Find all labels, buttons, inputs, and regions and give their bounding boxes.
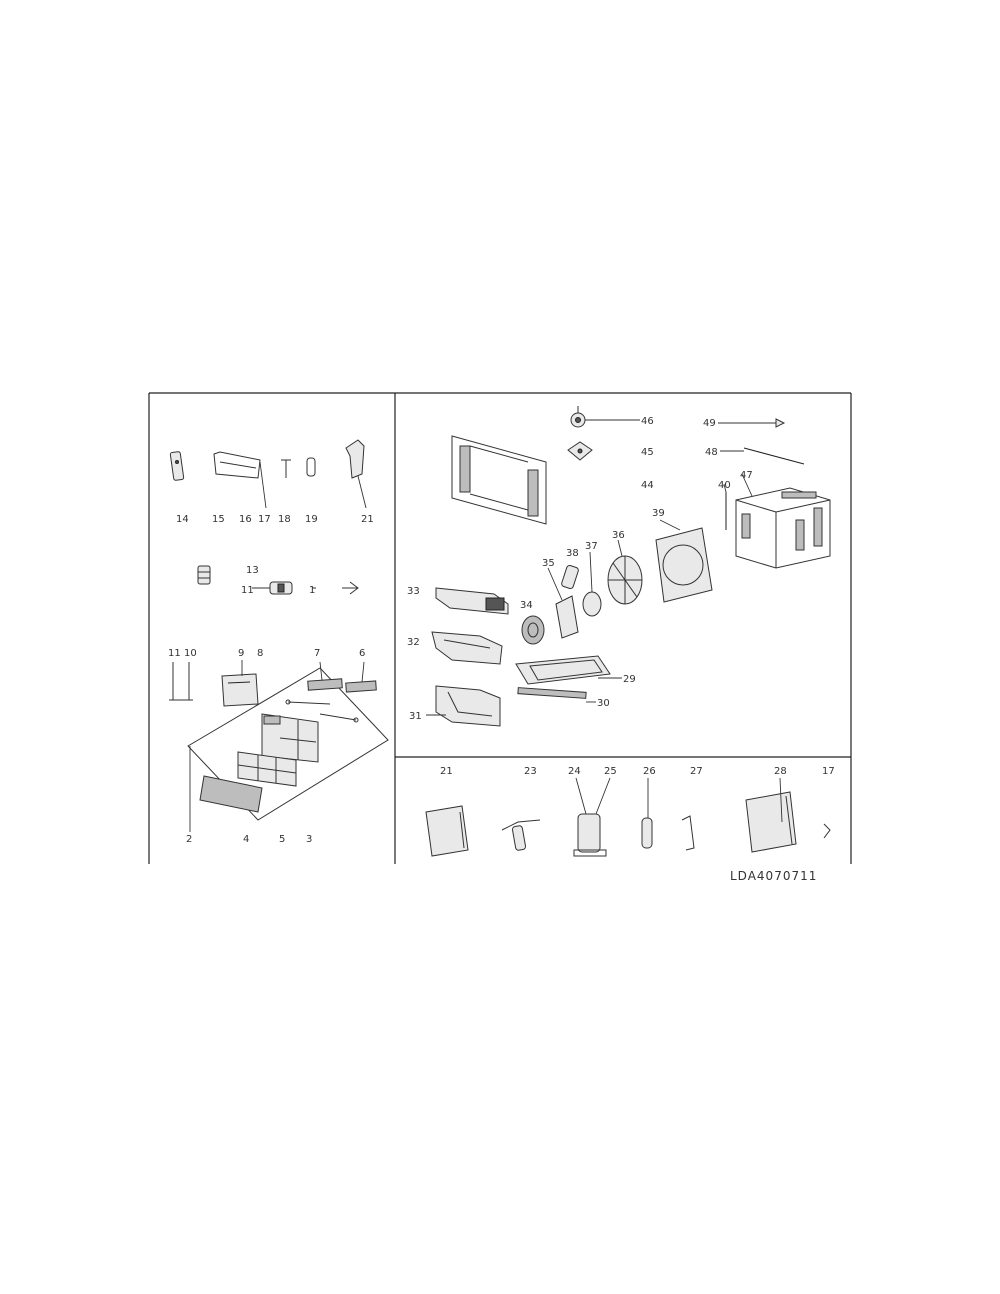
part-front-grille xyxy=(261,713,319,763)
part-6-louver xyxy=(345,661,377,693)
part-29-base-pan xyxy=(515,655,622,685)
part-46-knob xyxy=(570,406,640,428)
callout-label: 6 xyxy=(359,648,365,659)
callout-label: 21 xyxy=(361,514,374,525)
part-19-clip xyxy=(306,457,316,477)
part-32-scroll xyxy=(431,631,503,665)
callout-label: 11 xyxy=(241,585,254,596)
callout-label: 24 xyxy=(568,766,581,777)
callout-label: 47 xyxy=(740,470,753,481)
callout-label: 21 xyxy=(440,766,453,777)
part-15-16-panel xyxy=(213,451,261,479)
part-4-filter xyxy=(237,751,297,787)
part-45-switch xyxy=(567,441,593,461)
part-10-11-rod xyxy=(169,662,193,701)
callout-label: 32 xyxy=(407,637,420,648)
part-33-bar xyxy=(435,587,509,615)
callout-label: 15 xyxy=(212,514,225,525)
callout-label: 29 xyxy=(623,674,636,685)
callout-label: 48 xyxy=(705,447,718,458)
callout-label: 4 xyxy=(243,834,249,845)
callout-label: 46 xyxy=(641,416,654,427)
part-12-coil xyxy=(197,565,211,585)
leader-21 xyxy=(357,475,367,509)
callout-label: 16 xyxy=(239,514,252,525)
part-24-25-compressor xyxy=(573,777,611,857)
part-39-shroud xyxy=(655,519,713,603)
callout-label: 13 xyxy=(246,565,259,576)
diagram-frame xyxy=(148,392,852,864)
callout-label: 19 xyxy=(305,514,318,525)
callout-label: 7 xyxy=(314,648,320,659)
callout-label: 10 xyxy=(184,648,197,659)
callout-label: 2 xyxy=(186,834,192,845)
callout-label: 38 xyxy=(566,548,579,559)
part-28-condenser xyxy=(745,777,797,853)
part-49-screw xyxy=(718,418,786,428)
drawing-number: LDA4070711 xyxy=(730,869,817,883)
callout-label: 8 xyxy=(257,648,263,659)
callout-label: 35 xyxy=(542,558,555,569)
leader-17 xyxy=(259,461,267,509)
part-30-rail xyxy=(517,687,596,703)
part-21-coil-block xyxy=(425,805,469,857)
callout-label: 27 xyxy=(690,766,703,777)
callout-label: 26 xyxy=(643,766,656,777)
callout-label: 39 xyxy=(652,508,665,519)
part-2-grille-mesh xyxy=(199,775,263,813)
callout-label: 28 xyxy=(774,766,787,777)
part-9-8-control-board xyxy=(221,660,259,707)
callout-label: 44 xyxy=(641,480,654,491)
part-36-fan xyxy=(607,539,643,605)
callout-label: 34 xyxy=(520,600,533,611)
callout-label: 23 xyxy=(524,766,537,777)
part-17-clip xyxy=(823,823,831,839)
part-11-connector xyxy=(252,581,293,595)
callout-label: 1 xyxy=(309,585,315,596)
part-window-panel xyxy=(451,435,547,525)
callout-label: 31 xyxy=(409,711,422,722)
part-35-mount xyxy=(547,567,579,639)
callout-label: 9 xyxy=(238,648,244,659)
part-21-bracket xyxy=(345,439,365,479)
part-7-louver xyxy=(307,661,343,691)
part-shaft-rods xyxy=(285,699,359,723)
part-37-motor xyxy=(582,551,602,617)
part-48-rod xyxy=(720,447,805,465)
callout-label: 49 xyxy=(703,418,716,429)
callout-label: 40 xyxy=(718,480,731,491)
callout-label: 18 xyxy=(278,514,291,525)
callout-label: 3 xyxy=(306,834,312,845)
part-34-blower-wheel xyxy=(521,615,545,645)
part-27-tube xyxy=(681,815,695,851)
callout-label: 30 xyxy=(597,698,610,709)
callout-label: 14 xyxy=(176,514,189,525)
callout-label: 11 xyxy=(168,648,181,659)
callout-label: 33 xyxy=(407,586,420,597)
part-14-bracket xyxy=(169,451,185,481)
callout-label: 37 xyxy=(585,541,598,552)
part-cord-plug xyxy=(342,581,359,595)
part-38-bracket xyxy=(561,564,579,590)
part-47-cabinet xyxy=(735,473,831,569)
part-40-strip xyxy=(723,483,727,530)
callout-label: 17 xyxy=(258,514,271,525)
part-26-tube xyxy=(641,778,653,849)
part-31-housing xyxy=(426,685,501,727)
part-23-capacitor xyxy=(501,819,541,851)
callout-label: 36 xyxy=(612,530,625,541)
part-18-screw xyxy=(281,459,291,478)
callout-label: 45 xyxy=(641,447,654,458)
callout-label: 25 xyxy=(604,766,617,777)
callout-label: 5 xyxy=(279,834,285,845)
callout-label: 17 xyxy=(822,766,835,777)
